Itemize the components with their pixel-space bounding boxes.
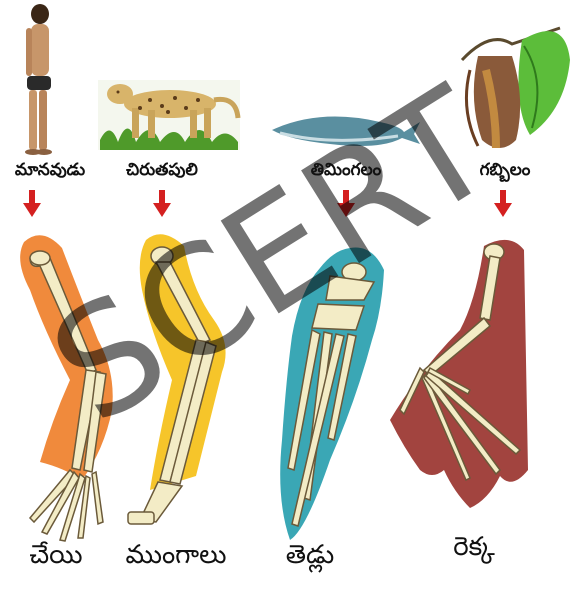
label-cheetah: చిరుతపులి (126, 160, 198, 184)
label-bat: గబ్బిలం (480, 160, 531, 184)
bat-icon (462, 28, 570, 148)
down-arrow-icon (23, 190, 41, 217)
label-flipper: తెడ్లు (286, 540, 334, 576)
cheetah-icon (98, 80, 240, 150)
label-whale: తిమింగలం (311, 160, 381, 184)
label-wing: రెక్క (453, 532, 495, 568)
bat-wing-diagram (390, 240, 528, 508)
label-human: మానవుడు (15, 160, 85, 184)
human-figure-icon (25, 4, 52, 155)
label-hand: చేయి (29, 540, 82, 576)
label-forelimb: ముంగాలు (125, 540, 226, 576)
down-arrow-icon (153, 190, 171, 217)
